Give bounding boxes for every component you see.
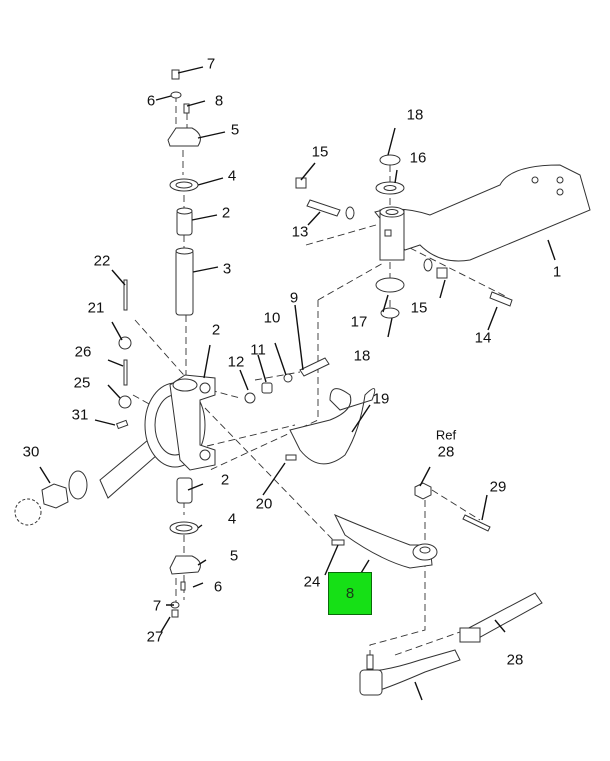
callout-14[interactable]: 14 [474,329,492,347]
callout-26[interactable]: 26 [74,343,92,361]
tie-rod-arm-23 [333,514,433,569]
callout-18[interactable]: 18 [353,347,371,365]
grease-fitting-8-upper [183,103,190,114]
callout-2[interactable]: 2 [220,471,230,489]
callout-4[interactable]: 4 [227,167,237,185]
callout-15[interactable]: 15 [311,143,329,161]
grease-fitting-8-lower [180,581,186,591]
callout-16[interactable]: 16 [409,149,427,167]
callout-2[interactable]: 2 [221,204,231,222]
callout-31[interactable]: 31 [71,406,89,424]
callout-20[interactable]: 20 [255,495,273,513]
callout-13[interactable]: 13 [291,223,309,241]
seal-18-lower [380,307,400,319]
steering-knuckle [99,374,216,499]
bearing-17 [375,277,405,293]
tie-rod-clamp [459,627,481,643]
bolt-14 [489,291,513,307]
callout-24[interactable]: 24 [303,573,321,591]
cap-5-upper [167,127,201,147]
callout-28[interactable]: 28 [437,443,455,461]
callout-30[interactable]: 30 [22,443,40,461]
key-24 [331,539,345,546]
callout-6[interactable]: 7 [152,597,162,615]
callout-7[interactable]: 27 [146,628,164,646]
callout-ref-label: Ref [435,427,457,443]
seal-18-upper [379,154,401,166]
callout-6[interactable]: 6 [146,92,156,110]
callout-5[interactable]: 5 [230,121,240,139]
axle-beam-1 [374,164,591,262]
callout-8[interactable]: 8 [214,92,224,110]
tie-rod-end-28 [363,649,461,691]
kingpin-3 [175,249,194,316]
callout-7[interactable]: 7 [206,55,216,73]
callout-10[interactable]: 10 [263,309,281,327]
castle-nut-28-ref [414,482,432,500]
callout-21[interactable]: 21 [87,299,105,317]
callout-1[interactable]: 1 [552,263,562,281]
highlighted-callout-23[interactable]: 8 [328,572,372,615]
nut-15-left [295,177,307,189]
steering-arm-19 [289,388,376,465]
callout-8[interactable]: 6 [213,578,223,596]
lockwasher [14,498,42,526]
callout-18[interactable]: 18 [406,106,424,124]
bolt-7-lower [171,609,179,618]
callout-4[interactable]: 4 [227,510,237,528]
knuckle-side-hardware [115,279,330,430]
callout-5[interactable]: 5 [229,547,239,565]
callout-17[interactable]: 17 [350,313,368,331]
callout-12[interactable]: 12 [227,353,245,371]
callout-19[interactable]: 19 [372,390,390,408]
cotter-pin-29 [462,514,491,532]
callout-leaders [39,66,556,701]
callout-29[interactable]: 29 [489,478,507,496]
callout-22[interactable]: 22 [93,252,111,270]
nut-30 [41,483,69,509]
cap-5-lower [169,555,201,575]
key-20 [285,454,297,461]
nut-15-right [436,267,448,279]
callout-9[interactable]: 9 [289,289,299,307]
bolt-13 [306,199,341,217]
callout-25[interactable]: 25 [73,374,91,392]
callout-15[interactable]: 15 [410,299,428,317]
washer-6-upper [170,91,182,99]
callout-27[interactable]: 28 [506,651,524,669]
bushing-2-lower [176,477,193,504]
bolt-7-upper [171,69,180,80]
callout-11[interactable]: 11 [250,341,266,359]
upper-kingpin-hardware [167,69,201,316]
callout-2[interactable]: 2 [211,321,221,339]
callout-3[interactable]: 3 [222,260,232,278]
washer-spindle [68,470,88,500]
